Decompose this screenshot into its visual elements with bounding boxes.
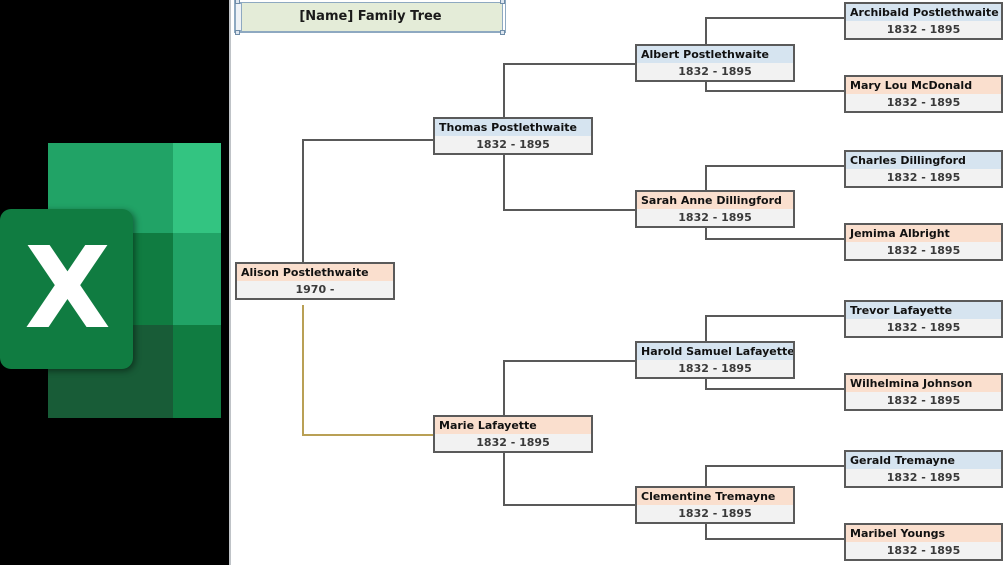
logo-x-letter: X bbox=[24, 224, 110, 354]
person-dates: 1832 - 1895 bbox=[637, 360, 793, 377]
person-name: Clementine Tremayne bbox=[637, 488, 793, 505]
person-name: Mary Lou McDonald bbox=[846, 77, 1001, 94]
person-card-clementine[interactable]: Clementine Tremayne 1832 - 1895 bbox=[635, 486, 795, 524]
page-title: [Name] Family Tree bbox=[299, 9, 442, 24]
person-name: Gerald Tremayne bbox=[846, 452, 1001, 469]
connector-marie-to-clementine bbox=[503, 504, 635, 506]
person-dates: 1832 - 1895 bbox=[846, 242, 1001, 259]
person-card-gerald[interactable]: Gerald Tremayne 1832 - 1895 bbox=[844, 450, 1003, 488]
person-name: Archibald Postlethwaite bbox=[846, 4, 1001, 21]
person-dates: 1832 - 1895 bbox=[637, 209, 793, 226]
person-card-albert[interactable]: Albert Postlethwaite 1832 - 1895 bbox=[635, 44, 795, 82]
person-card-archibald[interactable]: Archibald Postlethwaite 1832 - 1895 bbox=[844, 2, 1003, 40]
person-name: Thomas Postlethwaite bbox=[435, 119, 591, 136]
person-card-marylou[interactable]: Mary Lou McDonald 1832 - 1895 bbox=[844, 75, 1003, 113]
person-dates: 1832 - 1895 bbox=[435, 136, 591, 153]
person-name: Albert Postlethwaite bbox=[637, 46, 793, 63]
connector-sarah-to-jemima bbox=[705, 238, 845, 240]
person-card-wilhelmina[interactable]: Wilhelmina Johnson 1832 - 1895 bbox=[844, 373, 1003, 411]
person-dates: 1832 - 1895 bbox=[435, 434, 591, 451]
person-dates: 1832 - 1895 bbox=[637, 505, 793, 522]
person-name: Harold Samuel Lafayette bbox=[637, 343, 793, 360]
person-name: Trevor Lafayette bbox=[846, 302, 1001, 319]
person-dates: 1832 - 1895 bbox=[637, 63, 793, 80]
person-dates: 1970 - bbox=[237, 281, 393, 298]
person-name: Jemima Albright bbox=[846, 225, 1001, 242]
person-name: Sarah Anne Dillingford bbox=[637, 192, 793, 209]
title-handle-top-left[interactable] bbox=[235, 0, 240, 4]
person-name: Maribel Youngs bbox=[846, 525, 1001, 542]
person-card-alison[interactable]: Alison Postlethwaite 1970 - bbox=[235, 262, 395, 300]
person-dates: 1832 - 1895 bbox=[846, 469, 1001, 486]
title-handle-bottom-left[interactable] bbox=[235, 30, 240, 35]
logo-sheet-right-bottom bbox=[173, 325, 221, 418]
person-name: Wilhelmina Johnson bbox=[846, 375, 1001, 392]
connector-alison-to-thomas bbox=[302, 139, 435, 141]
title-textbox[interactable]: [Name] Family Tree bbox=[238, 2, 503, 32]
logo-sheet-right-top bbox=[173, 143, 221, 233]
person-card-thomas[interactable]: Thomas Postlethwaite 1832 - 1895 bbox=[433, 117, 593, 155]
logo-sheet-right-mid bbox=[173, 233, 221, 325]
person-dates: 1832 - 1895 bbox=[846, 94, 1001, 111]
title-handle-top-right[interactable] bbox=[500, 0, 505, 4]
person-dates: 1832 - 1895 bbox=[846, 169, 1001, 186]
person-card-marie[interactable]: Marie Lafayette 1832 - 1895 bbox=[433, 415, 593, 453]
connector-alison-up-stem bbox=[302, 139, 304, 270]
title-rotation-handle[interactable] bbox=[235, 3, 242, 31]
person-card-sarah[interactable]: Sarah Anne Dillingford 1832 - 1895 bbox=[635, 190, 795, 228]
person-card-harold[interactable]: Harold Samuel Lafayette 1832 - 1895 bbox=[635, 341, 795, 379]
person-name: Charles Dillingford bbox=[846, 152, 1001, 169]
person-card-maribel[interactable]: Maribel Youngs 1832 - 1895 bbox=[844, 523, 1003, 561]
connector-harold-to-wilhelmina bbox=[705, 388, 845, 390]
person-dates: 1832 - 1895 bbox=[846, 392, 1001, 409]
person-card-trevor[interactable]: Trevor Lafayette 1832 - 1895 bbox=[844, 300, 1003, 338]
connector-thomas-to-sarah bbox=[503, 209, 635, 211]
excel-logo-icon: X bbox=[0, 143, 221, 418]
connector-marie-to-harold bbox=[503, 360, 635, 362]
connector-clementine-to-gerald bbox=[705, 465, 845, 467]
connector-thomas-to-albert bbox=[503, 63, 635, 65]
person-name: Alison Postlethwaite bbox=[237, 264, 393, 281]
person-dates: 1832 - 1895 bbox=[846, 21, 1001, 38]
connector-albert-to-marylou bbox=[705, 90, 845, 92]
person-dates: 1832 - 1895 bbox=[846, 542, 1001, 559]
connector-harold-to-trevor bbox=[705, 315, 845, 317]
family-tree-canvas[interactable]: [Name] Family Tree bbox=[233, 0, 1005, 565]
logo-x-tile: X bbox=[0, 209, 133, 369]
person-card-charles[interactable]: Charles Dillingford 1832 - 1895 bbox=[844, 150, 1003, 188]
title-handle-bottom-right[interactable] bbox=[500, 30, 505, 35]
connector-sarah-to-charles bbox=[705, 165, 845, 167]
excel-branding-panel: X bbox=[0, 0, 231, 565]
person-name: Marie Lafayette bbox=[435, 417, 591, 434]
connector-albert-to-archibald bbox=[705, 17, 845, 19]
connector-alison-to-marie bbox=[302, 434, 435, 436]
person-card-jemima[interactable]: Jemima Albright 1832 - 1895 bbox=[844, 223, 1003, 261]
connector-alison-down-stem bbox=[302, 305, 304, 436]
person-dates: 1832 - 1895 bbox=[846, 319, 1001, 336]
connector-clementine-to-maribel bbox=[705, 538, 845, 540]
